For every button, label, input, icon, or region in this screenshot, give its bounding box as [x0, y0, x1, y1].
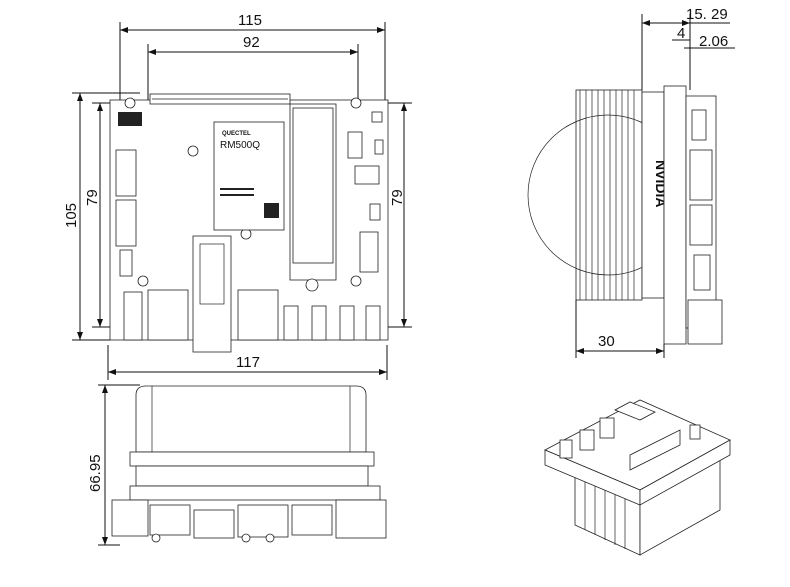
dimension-label: 79	[389, 189, 406, 206]
dimension-label: 117	[236, 354, 260, 371]
dip-switch	[118, 112, 142, 126]
dimension-label: 4	[677, 25, 685, 42]
dimension-4-2-06: 4 2.06	[672, 25, 735, 50]
antenna-connector	[365, 305, 381, 341]
antenna-connector	[339, 305, 355, 341]
heatsink-fins	[527, 89, 689, 301]
module-board-side	[663, 85, 687, 345]
dimension-label: 66.95	[87, 454, 104, 492]
power-jack	[123, 291, 143, 341]
m2-screw	[305, 278, 319, 292]
dimension-label: 115	[238, 12, 262, 29]
side-view: 15. 29 4 2.06 NVIDIA 30	[527, 6, 735, 358]
dimension-label: 79	[84, 189, 101, 206]
dimension-66-95: 66.95	[87, 384, 140, 546]
dimension-79-left: 79	[84, 102, 120, 328]
dimension-label: 15. 29	[686, 6, 728, 23]
dimension-15-29: 15. 29	[641, 6, 730, 90]
jetson-module	[135, 465, 369, 487]
module-label: RM500Q	[220, 140, 260, 151]
sim-slot	[354, 165, 380, 185]
top-view: 115 92 105 79 79 117	[63, 12, 412, 380]
sfp-cage	[192, 235, 232, 353]
antenna-connector	[311, 305, 327, 341]
ethernet-port-2	[237, 289, 279, 341]
dimension-label: 105	[63, 203, 80, 228]
isometric-view	[544, 399, 731, 556]
module-brand-logo: QUECTEL	[222, 131, 251, 137]
carrier-board-edge	[129, 485, 381, 501]
dimension-label: 2.06	[699, 33, 728, 50]
dimension-30: 30	[575, 300, 665, 358]
ethernet-port-1	[147, 289, 189, 341]
iso-module	[629, 429, 681, 471]
antenna-connector	[283, 305, 299, 341]
qr-code	[264, 203, 279, 218]
front-view: 66.95	[87, 384, 387, 546]
rm500q-module: QUECTEL RM500Q	[213, 121, 285, 231]
dimension-label: 92	[243, 34, 260, 51]
dimension-92: 92	[147, 34, 359, 100]
dimension-115: 115	[119, 12, 386, 100]
dimension-label: 30	[598, 333, 615, 350]
dimension-117: 117	[107, 345, 388, 380]
side-connector	[115, 149, 137, 197]
heatsink-fan-body	[135, 385, 367, 453]
dimension-105: 105	[63, 92, 140, 341]
